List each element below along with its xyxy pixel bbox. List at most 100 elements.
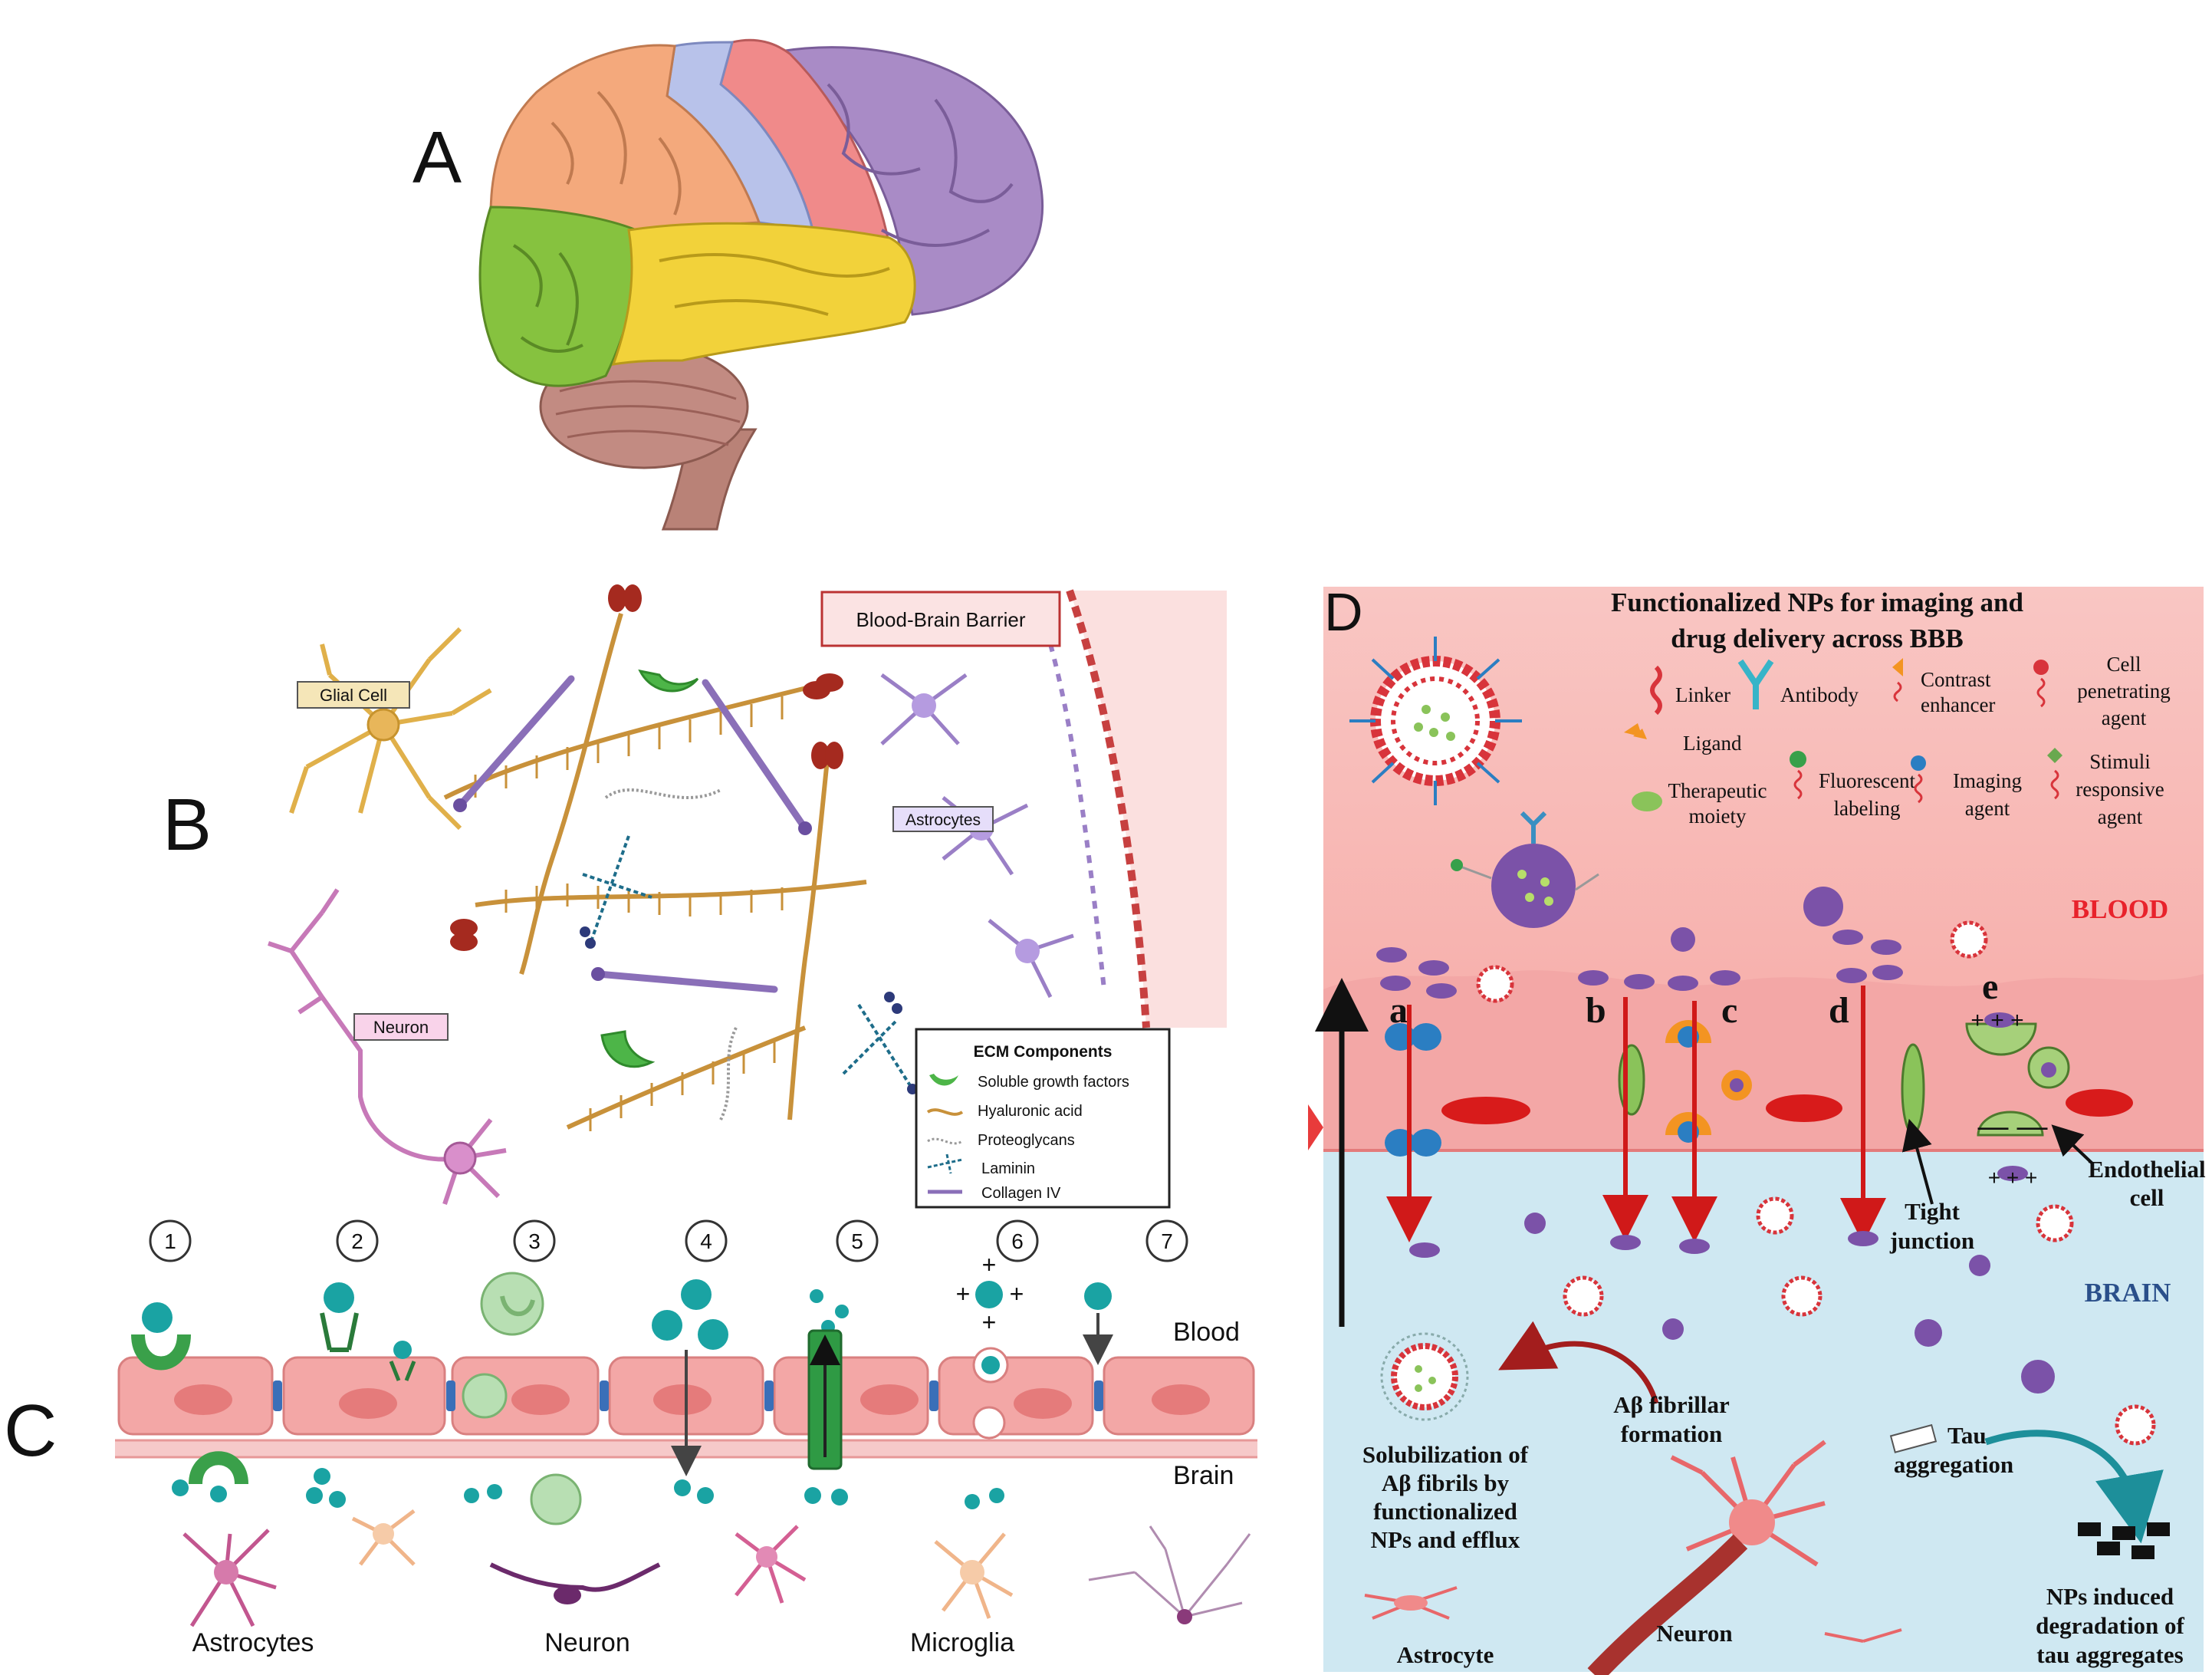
nps-3: tau aggregates	[2036, 1641, 2183, 1668]
route-d: d	[1829, 990, 1849, 1031]
solub-3: functionalized	[1373, 1498, 1517, 1525]
microglia-c	[934, 1532, 1014, 1619]
route-6: 6	[1011, 1229, 1024, 1253]
tau-1: Tau	[1947, 1422, 1987, 1449]
blood-nps	[1376, 930, 1903, 999]
solub-2: Aβ fibrils by	[1382, 1469, 1510, 1496]
neuron-label-c: Neuron	[544, 1628, 630, 1657]
route-3: 3	[528, 1229, 541, 1253]
legend-stimuli-3: agent	[2098, 805, 2143, 828]
antibody-np	[1451, 811, 1599, 928]
panel-d-label: D	[1324, 582, 1363, 642]
svg-text:+: +	[982, 1251, 997, 1278]
route-c: c	[1721, 990, 1737, 1031]
route-2: 2	[351, 1229, 363, 1253]
nps-1: NPs induced	[2046, 1583, 2174, 1610]
neuron-c	[489, 1562, 661, 1592]
legend-cell-1: Cell	[2107, 653, 2141, 676]
tau-2: aggregation	[1894, 1451, 2013, 1478]
solub-1: Solubilization of	[1362, 1441, 1529, 1468]
route-1: 1	[164, 1229, 176, 1253]
legend-antibody: Antibody	[1780, 683, 1859, 706]
neuron-d	[1670, 1440, 1826, 1567]
legend-contrast-1: Contrast	[1921, 668, 1991, 691]
route-a: a	[1389, 990, 1408, 1031]
occipital-lobe	[478, 206, 639, 387]
legend-cell-2: penetrating	[2077, 680, 2170, 703]
panel-a-brain: A	[412, 38, 1044, 531]
panel-d-title-2: drug delivery across BBB	[1671, 624, 1963, 653]
astrocyte-d	[1364, 1586, 1902, 1643]
blood-label-d: BLOOD	[2072, 894, 2168, 924]
svg-text:— —: — —	[1977, 1110, 2047, 1144]
svg-text:+ + +: + + +	[1970, 1008, 2023, 1033]
np-legend: Linker Antibody Contrast enhancer Cell p…	[1624, 653, 2171, 828]
panel-d-title-1: Functionalized NPs for imaging and	[1611, 587, 2024, 617]
brain-label-d: BRAIN	[2085, 1278, 2171, 1308]
panel-b-label: B	[163, 784, 212, 866]
panel-d-nps: D Functionalized NPs for imaging and dru…	[1308, 582, 2206, 1675]
bbb-label: Blood-Brain Barrier	[856, 608, 1025, 631]
legend-contrast-2: enhancer	[1921, 693, 1995, 716]
legend-item-collagen: Collagen IV	[981, 1185, 1061, 1202]
route-e: e	[1982, 966, 1998, 1007]
legend-thera-1: Therapeutic	[1668, 779, 1767, 802]
panel-b-ecm: B Glial Cell Neuron Astrocytes Blood-Bra…	[163, 584, 1227, 1209]
astrocyte-label-d: Astrocyte	[1397, 1641, 1494, 1668]
tau-aggregate-fragments	[2078, 1522, 2170, 1559]
legend-ligand: Ligand	[1683, 732, 1742, 755]
panel-c-label: C	[4, 1390, 57, 1472]
route-5: 5	[851, 1229, 863, 1253]
brain-label-c: Brain	[1173, 1461, 1234, 1490]
cd44-receptors	[450, 584, 843, 951]
panel-c-routes: C 1 2 3 4 5 6 7	[4, 1219, 1257, 1657]
svg-text:+: +	[956, 1280, 971, 1308]
liposome-np	[1349, 637, 1522, 805]
legend-linker: Linker	[1675, 683, 1730, 706]
svg-text:+: +	[1010, 1280, 1024, 1308]
panel-a-label: A	[412, 117, 462, 199]
ecm-legend: ECM Components Soluble growth factors Hy…	[915, 1028, 1171, 1209]
abeta-2: formation	[1621, 1420, 1723, 1447]
endothelial-1: Endothelial	[2088, 1156, 2206, 1183]
vessel-wall	[1070, 591, 1227, 1028]
legend-item-laminin: Laminin	[981, 1160, 1035, 1177]
collagen-rods	[456, 675, 809, 993]
tight-junction-1: Tight	[1905, 1198, 1960, 1225]
growth-factor-2	[600, 1030, 656, 1068]
neuron-label-d: Neuron	[1656, 1620, 1732, 1647]
legend-fluor-1: Fluorescent	[1819, 769, 1915, 792]
legend-item-growth-factors: Soluble growth factors	[978, 1074, 1129, 1091]
temporal-lobe	[611, 222, 916, 366]
route-7: 7	[1161, 1229, 1173, 1253]
proteoglycan	[604, 788, 721, 799]
legend-imaging-1: Imaging	[1953, 769, 2022, 792]
astrocyte-c	[182, 1529, 277, 1627]
growth-factor-1	[638, 669, 699, 693]
small-liposomes	[1476, 920, 2156, 1446]
microglia-label-c: Microglia	[910, 1628, 1014, 1657]
nps-2: degradation of	[2036, 1612, 2184, 1639]
route-numbers	[149, 1219, 1188, 1262]
legend-item-proteoglycans: Proteoglycans	[978, 1132, 1075, 1149]
svg-text:+ + +: + + +	[1988, 1166, 2038, 1190]
laminin	[582, 835, 914, 1091]
neuron-b	[268, 888, 507, 1205]
endothelial-layer	[1323, 970, 2204, 1150]
astrocytes-label-b: Astrocytes	[906, 811, 981, 829]
glial-cell-label: Glial Cell	[320, 686, 387, 705]
legend-title: ECM Components	[974, 1043, 1113, 1061]
legend-item-hyaluronic-acid: Hyaluronic acid	[978, 1103, 1083, 1120]
solub-4: NPs and efflux	[1371, 1526, 1520, 1553]
abeta-fibril-np	[1380, 1332, 1469, 1421]
tight-junction-2: junction	[1889, 1227, 1974, 1254]
legend-cell-3: agent	[2102, 706, 2147, 729]
route-arrows	[1386, 986, 1886, 1244]
blood-label-c: Blood	[1173, 1318, 1240, 1347]
legend-stimuli-2: responsive	[2076, 778, 2164, 801]
legend-thera-2: moiety	[1689, 805, 1747, 828]
route-b: b	[1586, 990, 1606, 1031]
legend-fluor-2: labeling	[1834, 797, 1901, 820]
svg-text:+: +	[982, 1308, 997, 1336]
